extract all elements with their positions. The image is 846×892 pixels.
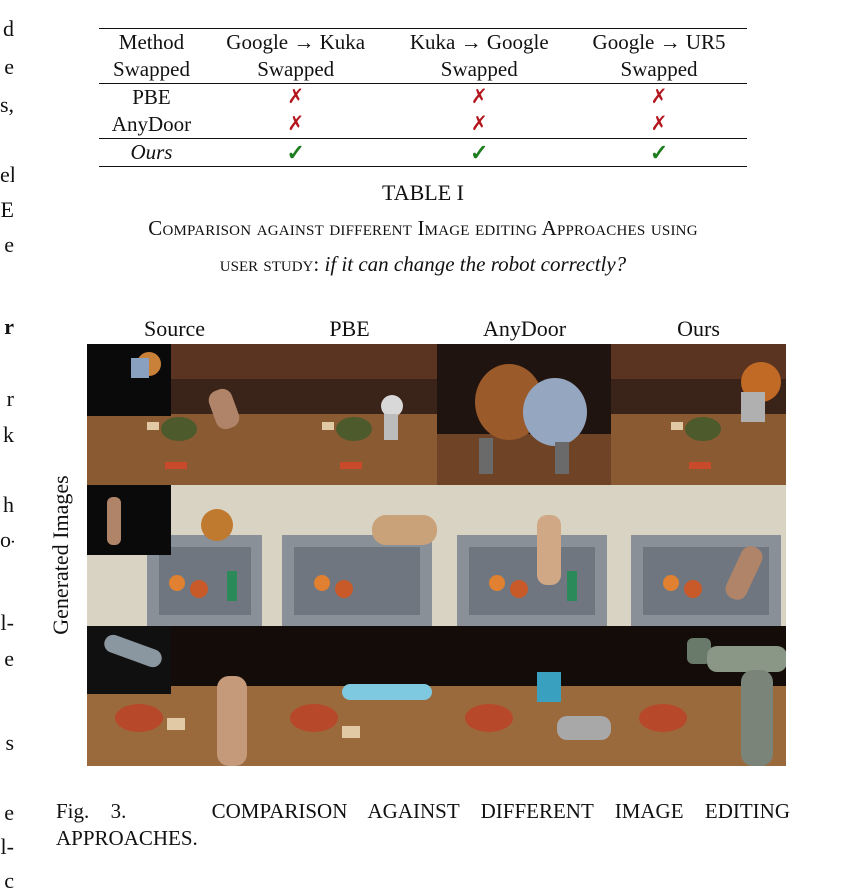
row-method-anydoor: AnyDoor bbox=[111, 112, 192, 136]
header-method: Method bbox=[99, 28, 204, 56]
column-header-pbe: PBE bbox=[329, 316, 370, 341]
row-label: Generated Images bbox=[48, 475, 73, 635]
check-mark-icon: ✓ bbox=[203, 138, 388, 167]
figure-caption-prefix: Fig. 3. bbox=[56, 799, 127, 823]
cross-mark-icon: ✗ bbox=[470, 113, 488, 135]
image-pbe-row2 bbox=[262, 485, 437, 626]
header-kuka-google: Kuka → Google bbox=[387, 28, 572, 56]
image-pbe-row3 bbox=[262, 626, 437, 766]
column-header-source: Source bbox=[143, 316, 206, 341]
figure-caption-text: COMPARISON AGAINST DIFFERENT IMAGE EDITI… bbox=[56, 799, 791, 850]
image-ours-row2 bbox=[611, 485, 786, 626]
table-caption-line2: user study: if it can change the robot c… bbox=[0, 252, 846, 277]
header-google-ur5: Google → UR5 bbox=[571, 28, 747, 56]
edge-text: o- bbox=[0, 529, 14, 551]
cross-mark-icon: ✗ bbox=[650, 113, 668, 135]
image-anydoor-row2 bbox=[437, 485, 611, 626]
edge-text: e bbox=[4, 234, 14, 256]
image-anydoor-row1 bbox=[437, 344, 611, 485]
row-method-ours: Ours bbox=[99, 138, 204, 167]
cross-mark-icon: ✗ bbox=[287, 113, 305, 135]
image-source-row1 bbox=[87, 344, 262, 485]
edge-text: E bbox=[0, 199, 14, 221]
cross-mark-icon: ✗ bbox=[387, 83, 572, 111]
edge-text: s bbox=[5, 732, 14, 754]
edge-text: s, bbox=[0, 94, 14, 116]
edge-text: l- bbox=[0, 836, 14, 858]
figure-caption: Fig. 3. COMPARISON AGAINST DIFFERENT IMA… bbox=[56, 798, 790, 852]
cross-mark-icon: ✗ bbox=[571, 83, 747, 111]
column-header-anydoor: AnyDoor bbox=[482, 316, 567, 341]
edge-text: h bbox=[3, 494, 14, 516]
image-ours-row1 bbox=[611, 344, 786, 485]
edge-text: el bbox=[0, 164, 14, 186]
image-grid bbox=[87, 344, 786, 766]
table-caption-italic: if it can change the robot correctly? bbox=[324, 252, 627, 276]
header-sub: Swapped bbox=[257, 57, 335, 81]
check-mark-icon: ✓ bbox=[387, 138, 572, 167]
table-caption-smallcaps: user study: bbox=[219, 252, 320, 276]
edge-text: k bbox=[3, 424, 14, 446]
image-ours-row3 bbox=[611, 626, 786, 766]
check-mark-icon: ✓ bbox=[571, 138, 747, 167]
table-label: TABLE I bbox=[382, 180, 464, 205]
cross-mark-icon: ✗ bbox=[203, 83, 388, 111]
edge-text: c bbox=[4, 870, 14, 892]
header-google-kuka: Google → Kuka bbox=[203, 28, 388, 56]
edge-text: r bbox=[6, 388, 14, 410]
edge-text: r bbox=[4, 316, 14, 338]
edge-text: e bbox=[4, 802, 14, 824]
image-anydoor-row3 bbox=[437, 626, 611, 766]
table-caption-line1: Comparison against different Image editi… bbox=[148, 216, 698, 240]
header-sub: Swapped bbox=[440, 57, 518, 81]
image-source-row2 bbox=[87, 485, 262, 626]
image-pbe-row1 bbox=[262, 344, 437, 485]
header-sub: Swapped bbox=[620, 57, 698, 81]
image-source-row3 bbox=[87, 626, 262, 766]
edge-text: e bbox=[4, 56, 14, 78]
column-header-ours: Ours bbox=[677, 316, 720, 341]
header-sub: Swapped bbox=[112, 57, 190, 81]
row-method-pbe: PBE bbox=[99, 83, 204, 111]
comparison-table: Method Google → Kuka Kuka → Google Googl… bbox=[99, 28, 747, 167]
edge-text: d bbox=[3, 18, 14, 40]
edge-text: l- bbox=[0, 612, 14, 634]
edge-text: e bbox=[4, 648, 14, 670]
